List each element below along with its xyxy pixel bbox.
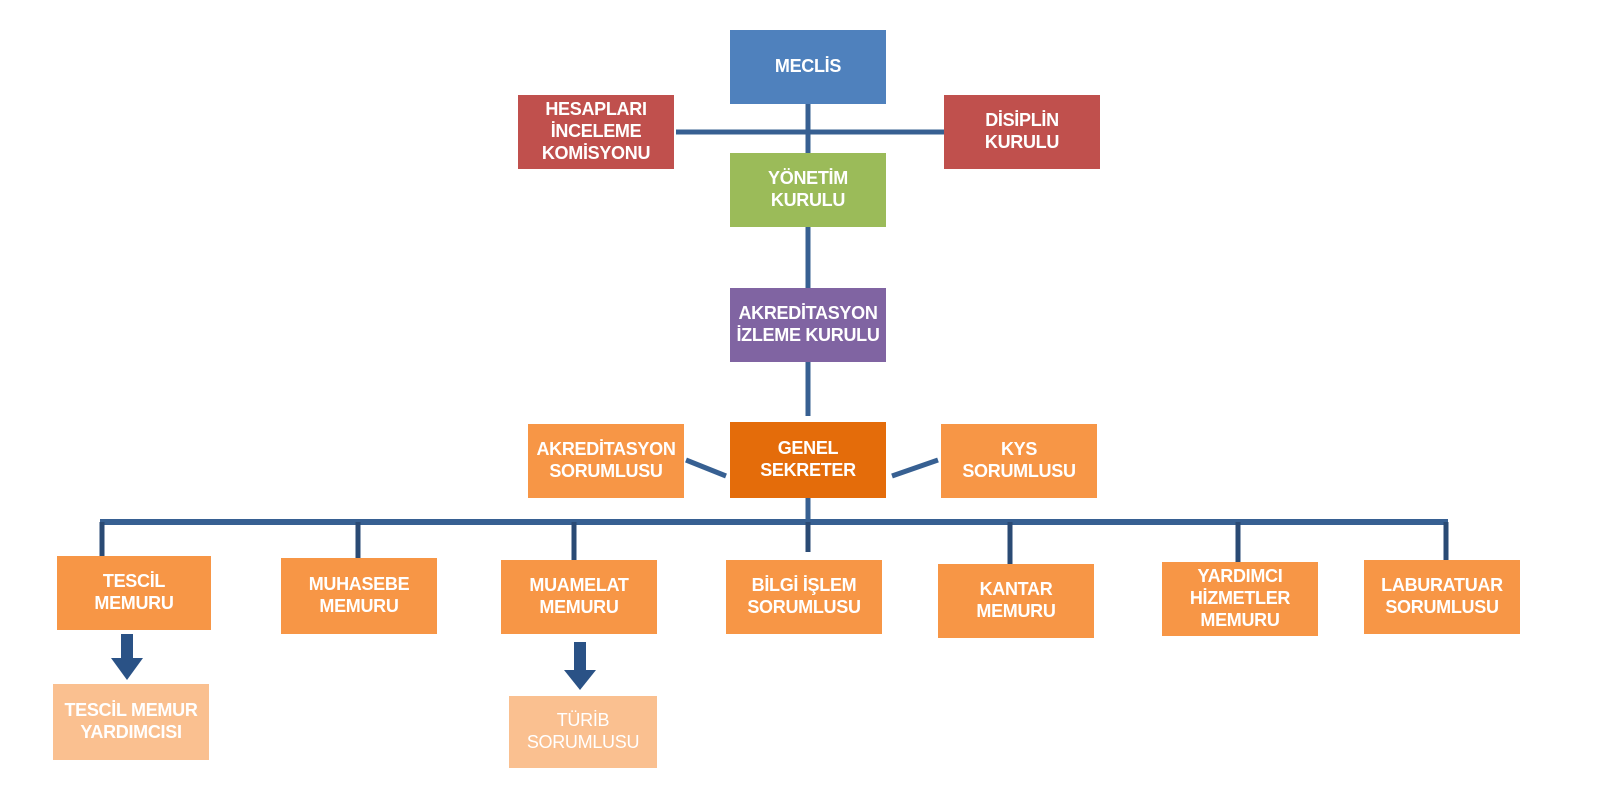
node-yonetim-kurulu: YÖNETİM KURULU: [730, 153, 886, 227]
node-muhasebe-memuru: MUHASEBE MEMURU: [281, 558, 437, 634]
node-turib-sorumlusu: TÜRİB SORUMLUSU: [509, 696, 657, 768]
node-tescil-memur-yardimcisi: TESCİL MEMUR YARDIMCISI: [53, 684, 209, 760]
node-meclis: MECLİS: [730, 30, 886, 104]
node-yardimci-hizmetler-memuru: YARDIMCI HİZMETLER MEMURU: [1162, 562, 1318, 636]
node-bilgi-islem-sorumlusu: BİLGİ İŞLEM SORUMLUSU: [726, 560, 882, 634]
node-kys-sorumlusu: KYS SORUMLUSU: [941, 424, 1097, 498]
node-kantar-memuru: KANTAR MEMURU: [938, 564, 1094, 638]
connector-genel-akreditasyon-sorumlusu: [685, 457, 727, 479]
node-genel-sekreter: GENEL SEKRETER: [730, 422, 886, 498]
connector-genel-kys: [891, 457, 939, 479]
node-laburatuar-sorumlusu: LABURATUAR SORUMLUSU: [1364, 560, 1520, 634]
node-tescil-memuru: TESCİL MEMURU: [57, 556, 211, 630]
node-akreditasyon-izleme-kurulu: AKREDİTASYON İZLEME KURULU: [730, 288, 886, 362]
node-disiplin-kurulu: DİSİPLİN KURULU: [944, 95, 1100, 169]
node-akreditasyon-sorumlusu: AKREDİTASYON SORUMLUSU: [528, 424, 684, 498]
node-hesaplari-inceleme-komisyonu: HESAPLARI İNCELEME KOMİSYONU: [518, 95, 674, 169]
arrow-muamelat: [564, 642, 596, 690]
arrow-tescil: [111, 634, 143, 680]
node-muamelat-memuru: MUAMELAT MEMURU: [501, 560, 657, 634]
